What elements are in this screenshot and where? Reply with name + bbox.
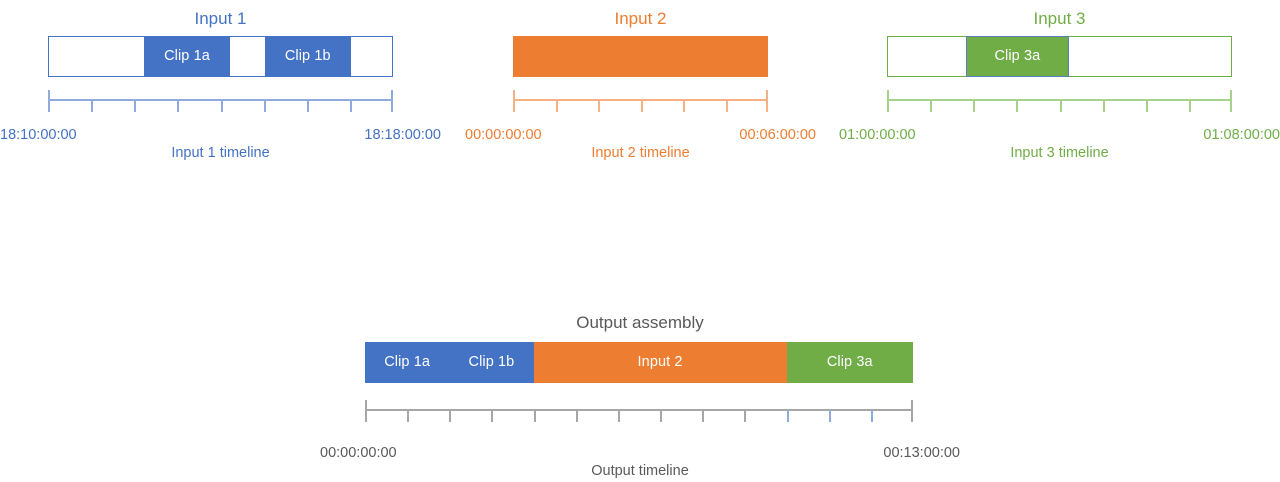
input-2-ruler-tick: [683, 100, 685, 112]
output-ruler-tick: [491, 410, 494, 422]
output-title: Output assembly: [576, 313, 704, 332]
output-caption: Output timeline: [591, 463, 689, 479]
input-1-ruler-tick: [349, 100, 352, 112]
output-ruler-tick: [660, 410, 663, 422]
output-start-timecode: 00:00:00:00: [320, 445, 397, 461]
output-ruler-tick: [449, 410, 452, 422]
output-segment-clip-3a[interactable]: Clip 3a: [786, 342, 913, 383]
output-end-timecode: 00:13:00:00: [883, 445, 960, 461]
input-3-ruler-cap-start: [887, 90, 889, 112]
output-segment-clip-1b[interactable]: Clip 1b: [449, 342, 534, 383]
input-2-ruler-tick: [725, 100, 728, 112]
input-3-ruler-cap-end: [1230, 90, 1232, 112]
input-3-ruler-tick: [1145, 100, 1148, 112]
input-1-title: Input 1: [194, 9, 247, 28]
input-3-ruler-tick: [973, 100, 976, 112]
input-1-ruler: [48, 90, 393, 112]
input-2-ruler-cap-start: [513, 90, 515, 112]
input-1-clip-clip-1a[interactable]: Clip 1a: [143, 36, 231, 77]
output-ruler-cap-start: [365, 400, 367, 422]
input-3-clip-clip-3a[interactable]: Clip 3a: [965, 36, 1070, 77]
output-ruler-tick: [786, 410, 789, 422]
input-2-title: Input 2: [614, 9, 667, 28]
output-segment-input-2[interactable]: Input 2: [533, 342, 787, 383]
input-1-ruler-tick: [91, 100, 94, 112]
input-1-ruler-cap-end: [391, 90, 393, 112]
input-3-ruler-tick: [1016, 100, 1019, 112]
output-ruler: [365, 400, 913, 422]
input-3-ruler-tick: [1102, 100, 1105, 112]
input-3-ruler-tick: [1059, 100, 1062, 112]
output-ruler-cap-end: [911, 400, 913, 422]
input-3-track[interactable]: Clip 3a: [887, 36, 1232, 77]
input-2-ruler-tick: [555, 100, 558, 112]
output-ruler-tick: [870, 410, 873, 422]
output-ruler-tick: [702, 410, 705, 422]
input-1-panel: Input 1 Clip 1a Clip 1b 18:10:00:00 18:18:00…: [0, 8, 441, 161]
input-3-end-timecode: 01:08:00:00: [1203, 127, 1280, 143]
output-ruler-tick: [828, 410, 831, 422]
output-ruler-tick: [533, 410, 536, 422]
input-2-ruler-tick: [640, 100, 643, 112]
input-1-ruler-tick: [220, 100, 223, 112]
input-1-track[interactable]: Clip 1a Clip 1b: [48, 36, 393, 77]
output-segment-clip-1a[interactable]: Clip 1a: [365, 342, 450, 383]
output-ruler-tick: [744, 410, 747, 422]
output-ruler-tick: [407, 410, 410, 422]
input-3-ruler-tick: [1188, 100, 1191, 112]
input-1-start-timecode: 18:10:00:00: [0, 127, 77, 143]
output-ruler-axis: [365, 409, 913, 411]
input-1-end-timecode: 18:18:00:00: [364, 127, 441, 143]
input-2-caption: Input 2 timeline: [591, 145, 690, 161]
input-1-ruler-cap-start: [48, 90, 50, 112]
input-1-ruler-tick: [134, 100, 137, 112]
input-1-ruler-tick: [263, 100, 266, 112]
input-2-start-timecode: 00:00:00:00: [465, 127, 542, 143]
output-ruler-tick: [575, 410, 578, 422]
input-2-track[interactable]: [513, 36, 768, 77]
output-ruler-tick: [617, 410, 620, 422]
input-3-title: Input 3: [1033, 9, 1086, 28]
input-1-ruler-tick: [306, 100, 309, 112]
input-2-end-timecode: 00:06:00:00: [739, 127, 816, 143]
input-2-ruler-cap-end: [766, 90, 768, 112]
input-1-clip-clip-1b[interactable]: Clip 1b: [264, 36, 351, 77]
input-2-ruler-tick: [598, 100, 600, 112]
input-1-caption: Input 1 timeline: [171, 145, 270, 161]
input-3-ruler: [887, 90, 1232, 112]
input-2-ruler: [513, 90, 768, 112]
input-3-start-timecode: 01:00:00:00: [839, 127, 916, 143]
input-3-caption: Input 3 timeline: [1010, 145, 1109, 161]
input-1-ruler-tick: [177, 100, 180, 112]
input-3-ruler-tick: [930, 100, 933, 112]
